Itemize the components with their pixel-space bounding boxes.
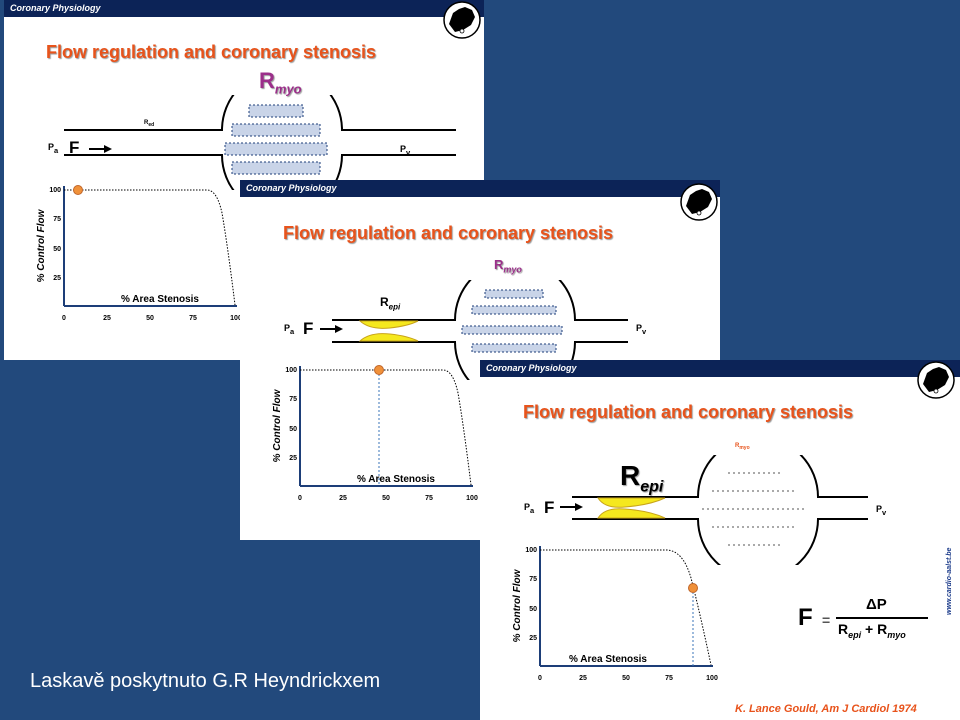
x-tick-100: 100 [230,315,242,322]
red-label: Red [144,120,155,129]
repi-label: Repi [380,295,401,312]
f-label: F [303,319,314,338]
y-tick-25: 25 [529,635,537,642]
y-tick-25: 25 [289,455,297,462]
capillary-bed-1 [484,289,544,299]
x-tick-100: 100 [706,675,718,682]
formula-denominator: Repi + Rmyo [838,621,906,640]
flow-curve [64,189,236,306]
pa-label: Pa [524,502,535,515]
pv-label: Pv [876,504,887,517]
flow-arrow-head [575,503,583,511]
formula: F = ΔP Repi + Rmyo [798,596,938,656]
formula-equals: = [822,612,831,628]
rmyo-label: Rmyo [735,443,750,452]
vessel-diagram [64,95,456,190]
y-tick-50: 50 [53,246,61,253]
x-tick-75: 75 [189,315,197,322]
slide-header: Coronary Physiology [480,360,960,377]
citation: K. Lance Gould, Am J Cardiol 1974 [735,703,917,715]
y-axis-label: % Control Flow [272,388,283,462]
pv-label: Pv [400,144,411,157]
y-tick-100: 100 [285,367,297,374]
logo-icon [680,183,718,221]
flow-chart: % Control Flow 100 75 50 25 0 25 50 75 1… [272,365,478,502]
y-tick-100: 100 [525,547,537,554]
y-tick-75: 75 [53,216,61,223]
pv-label: Pv [636,323,647,336]
vessel-diagram [560,455,868,565]
slide-header: Coronary Physiology [240,180,720,197]
logo-icon [917,361,955,399]
operating-point-marker [73,185,83,195]
rmyo-label: Rmyo [259,68,302,97]
capillary-bed-2 [231,123,321,137]
slide-title: Flow regulation and coronary stenosis [283,223,614,243]
x-tick-50: 50 [622,675,630,682]
capillary-bed-4 [471,343,557,353]
x-tick-50: 50 [382,495,390,502]
x-tick-0: 0 [538,675,542,682]
stenosis-plaque-upper [358,320,419,329]
credit-text: Laskavě poskytnuto G.R Heyndrickxem [30,670,381,692]
capillary-bed-2 [471,305,557,315]
x-axis-label: % Area Stenosis [569,654,647,665]
capillary-bed-4 [231,161,321,175]
capillary-bed-3 [461,325,563,335]
flow-chart: % Control Flow 100 75 50 25 0 25 50 75 1… [36,185,242,322]
x-axis-label: % Area Stenosis [121,294,199,305]
flow-curve [300,369,472,486]
operating-point-marker [374,365,384,375]
formula-lhs: F [798,604,813,631]
flow-curve [540,549,712,666]
x-tick-25: 25 [339,495,347,502]
x-tick-25: 25 [579,675,587,682]
operating-point-marker [688,583,698,593]
x-tick-100: 100 [466,495,478,502]
logo-icon [443,1,481,39]
y-tick-25: 25 [53,275,61,282]
f-label: F [69,138,80,157]
x-tick-25: 25 [103,315,111,322]
capillary-bed-1 [248,104,304,118]
f-label: F [544,498,555,517]
y-tick-100: 100 [49,187,61,194]
rmyo-label: Rmyo [494,257,522,275]
pa-label: Pa [284,323,295,336]
flow-chart: % Control Flow 100 75 50 25 0 25 50 75 1… [512,546,718,682]
stenosis-plaque-lower [358,333,419,342]
flow-arrow-head [335,325,343,333]
y-tick-50: 50 [529,606,537,613]
slide-title: Flow regulation and coronary stenosis [46,42,377,62]
capillary-bed-3 [224,142,328,156]
stenosis-plaque-lower [597,508,666,519]
y-axis-label: % Control Flow [512,568,523,642]
x-tick-0: 0 [62,315,66,322]
formula-numerator: ΔP [866,596,887,613]
pa-label: Pa [48,142,59,155]
repi-label: Repi [620,460,664,496]
y-tick-50: 50 [289,426,297,433]
x-tick-50: 50 [146,315,154,322]
website-label: www.cardio-aalst.be [946,547,953,615]
x-axis-label: % Area Stenosis [357,474,435,485]
y-tick-75: 75 [529,576,537,583]
flow-arrow-head [104,145,112,153]
x-tick-75: 75 [665,675,673,682]
slide-header: Coronary Physiology [4,0,484,17]
x-tick-75: 75 [425,495,433,502]
stenosis-plaque-upper [597,497,666,508]
slide-title: Flow regulation and coronary stenosis [523,402,854,422]
slide-3: Coronary Physiology Flow regulation and … [480,360,960,720]
y-axis-label: % Control Flow [36,208,47,282]
formula-fraction-bar [836,617,928,619]
y-tick-75: 75 [289,396,297,403]
x-tick-0: 0 [298,495,302,502]
